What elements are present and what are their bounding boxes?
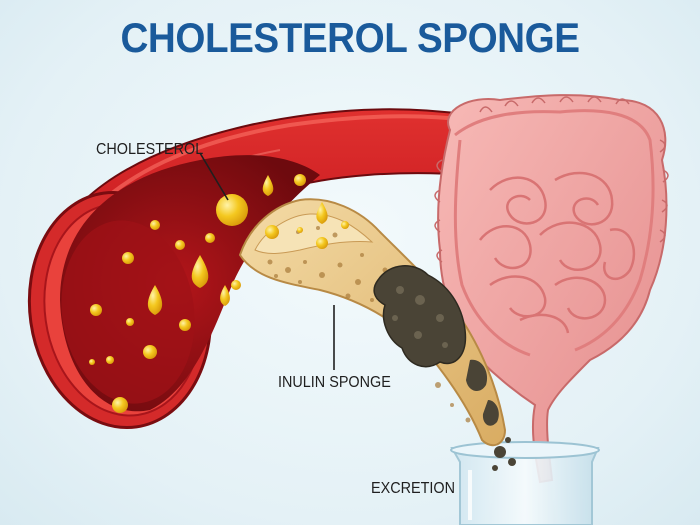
cholesterol-droplets: [89, 174, 306, 413]
intestine: [434, 94, 669, 484]
diagram-title: CHOLESTEROL SPONGE: [120, 14, 580, 61]
cholesterol-teardrops: [147, 175, 274, 315]
excretion-beaker: [450, 441, 600, 525]
waste-clump: [373, 265, 516, 471]
blood-vessel: [27, 108, 471, 430]
cholesterol-leader-line: [199, 152, 229, 201]
inulin-sponge-shape: [238, 198, 507, 447]
label-inulin-sponge: INULIN SPONGE: [278, 374, 391, 391]
label-excretion: EXCRETION: [371, 480, 456, 497]
label-cholesterol: CHOLESTEROL: [96, 141, 204, 158]
